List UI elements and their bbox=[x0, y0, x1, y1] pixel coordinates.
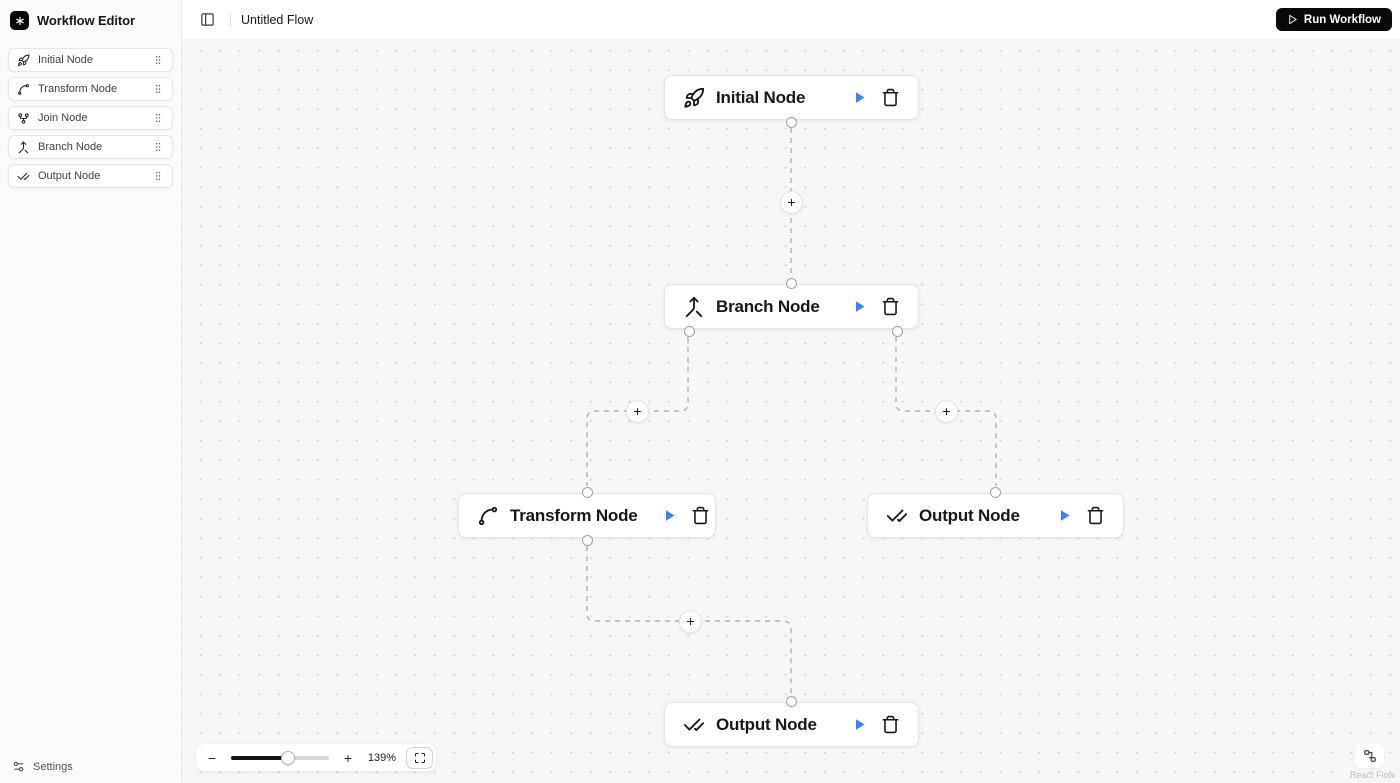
node-title: Initial Node bbox=[716, 87, 806, 107]
node-delete-button[interactable] bbox=[881, 715, 900, 734]
trash-icon bbox=[692, 506, 708, 525]
node-initial[interactable]: Initial Node bbox=[664, 75, 919, 128]
palette-item-output-node[interactable]: Output Node bbox=[8, 164, 173, 188]
node-run-button[interactable] bbox=[1056, 507, 1073, 524]
check-check-icon bbox=[886, 505, 908, 527]
palette-item-branch-node[interactable]: Branch Node bbox=[8, 135, 173, 159]
app-title: Workflow Editor bbox=[37, 13, 135, 28]
node-branch[interactable]: Branch Node bbox=[664, 277, 919, 337]
settings-label: Settings bbox=[33, 760, 73, 773]
connection-handle-top[interactable] bbox=[786, 695, 797, 707]
grip-vertical-icon[interactable] bbox=[152, 112, 164, 124]
node-delete-button[interactable] bbox=[691, 506, 710, 525]
react-flow-label: React Flow bbox=[1349, 770, 1395, 780]
fit-view-button[interactable] bbox=[406, 746, 433, 769]
connection-handle-top[interactable] bbox=[990, 486, 1001, 498]
node-output-bottom[interactable]: Output Node bbox=[664, 695, 919, 747]
zoom-slider-fill bbox=[231, 755, 288, 760]
topbar: Untitled Flow Run Workflow bbox=[182, 0, 1400, 40]
zoom-in-button[interactable]: + bbox=[338, 748, 358, 768]
play-icon bbox=[1289, 14, 1297, 25]
grip-vertical-icon[interactable] bbox=[152, 170, 164, 182]
panel-left-icon bbox=[200, 13, 214, 26]
run-workflow-button[interactable]: Run Workflow bbox=[1275, 8, 1392, 31]
app-logo-icon bbox=[10, 11, 29, 30]
node-transform[interactable]: Transform Node bbox=[458, 486, 716, 546]
check-check-icon bbox=[17, 172, 30, 180]
sidebar: Workflow Editor Initial Node Transform N… bbox=[0, 0, 182, 783]
node-delete-button[interactable] bbox=[881, 297, 900, 316]
spline-icon bbox=[18, 83, 29, 95]
add-step-button[interactable]: + bbox=[626, 400, 649, 423]
settings-icon bbox=[13, 761, 24, 772]
palette-item-label: Join Node bbox=[38, 112, 88, 124]
play-icon bbox=[665, 510, 675, 521]
zoom-out-button[interactable]: − bbox=[202, 748, 222, 768]
workflow-icon bbox=[1363, 750, 1376, 762]
node-delete-button[interactable] bbox=[881, 88, 900, 107]
node-delete-button[interactable] bbox=[1086, 506, 1105, 525]
rocket-icon bbox=[17, 54, 30, 66]
run-workflow-label: Run Workflow bbox=[1303, 13, 1381, 26]
add-step-button[interactable]: + bbox=[935, 400, 958, 423]
connection-handle-top[interactable] bbox=[581, 486, 593, 498]
palette-item-label: Initial Node bbox=[38, 54, 94, 66]
trash-icon bbox=[1087, 506, 1104, 525]
node-title: Output Node bbox=[716, 714, 817, 734]
node-output-right[interactable]: Output Node bbox=[867, 486, 1124, 538]
maximize-icon bbox=[414, 752, 425, 763]
connection-handle-bottom[interactable] bbox=[581, 534, 593, 546]
zoom-slider[interactable] bbox=[231, 750, 329, 765]
palette-item-transform-node[interactable]: Transform Node bbox=[8, 77, 173, 101]
react-flow-attribution: React Flow bbox=[1350, 744, 1395, 780]
node-run-button[interactable] bbox=[851, 89, 868, 106]
branch-icon bbox=[683, 296, 705, 318]
zoom-slider-thumb[interactable] bbox=[280, 750, 295, 765]
connection-handle-bottom-left[interactable] bbox=[683, 325, 695, 337]
grip-vertical-icon[interactable] bbox=[152, 83, 164, 95]
flow-name: Untitled Flow bbox=[241, 12, 314, 27]
palette-item-label: Transform Node bbox=[38, 83, 118, 95]
palette-item-initial-node[interactable]: Initial Node bbox=[8, 48, 173, 72]
connection-handle-bottom[interactable] bbox=[786, 116, 797, 128]
node-title: Branch Node bbox=[716, 296, 820, 316]
zoom-controls: − + 139% bbox=[196, 744, 436, 771]
trash-icon bbox=[882, 297, 899, 316]
palette-item-join-node[interactable]: Join Node bbox=[8, 106, 173, 130]
fork-icon bbox=[18, 112, 29, 124]
check-check-icon bbox=[683, 714, 705, 736]
connection-handle-bottom-right[interactable] bbox=[891, 325, 903, 337]
spline-icon bbox=[477, 505, 499, 527]
play-icon bbox=[855, 92, 865, 103]
node-run-button[interactable] bbox=[851, 716, 868, 733]
sidebar-toggle-button[interactable] bbox=[194, 7, 220, 33]
node-title: Output Node bbox=[919, 505, 1020, 525]
play-icon bbox=[855, 719, 865, 730]
play-icon bbox=[855, 301, 865, 312]
node-palette: Initial Node Transform Node Join Node Br… bbox=[0, 41, 181, 195]
node-title: Transform Node bbox=[510, 505, 638, 525]
connection-handle-top[interactable] bbox=[786, 277, 797, 289]
trash-icon bbox=[882, 715, 899, 734]
react-flow-panel-button[interactable] bbox=[1355, 744, 1384, 768]
play-icon bbox=[1060, 510, 1070, 521]
trash-icon bbox=[882, 88, 899, 107]
flow-canvas[interactable] bbox=[182, 40, 1400, 783]
zoom-level: 139% bbox=[367, 751, 397, 764]
add-step-button[interactable]: + bbox=[679, 610, 702, 633]
grip-vertical-icon[interactable] bbox=[152, 54, 164, 66]
add-step-button[interactable]: + bbox=[780, 191, 803, 214]
topbar-divider bbox=[230, 12, 231, 27]
palette-item-label: Branch Node bbox=[38, 141, 103, 153]
node-run-button[interactable] bbox=[661, 507, 678, 524]
app-header: Workflow Editor bbox=[0, 0, 181, 41]
rocket-icon bbox=[683, 87, 705, 109]
node-run-button[interactable] bbox=[851, 298, 868, 315]
palette-item-label: Output Node bbox=[38, 170, 101, 182]
settings-button[interactable]: Settings bbox=[0, 750, 181, 783]
grip-vertical-icon[interactable] bbox=[152, 141, 164, 153]
branch-icon bbox=[18, 141, 29, 153]
